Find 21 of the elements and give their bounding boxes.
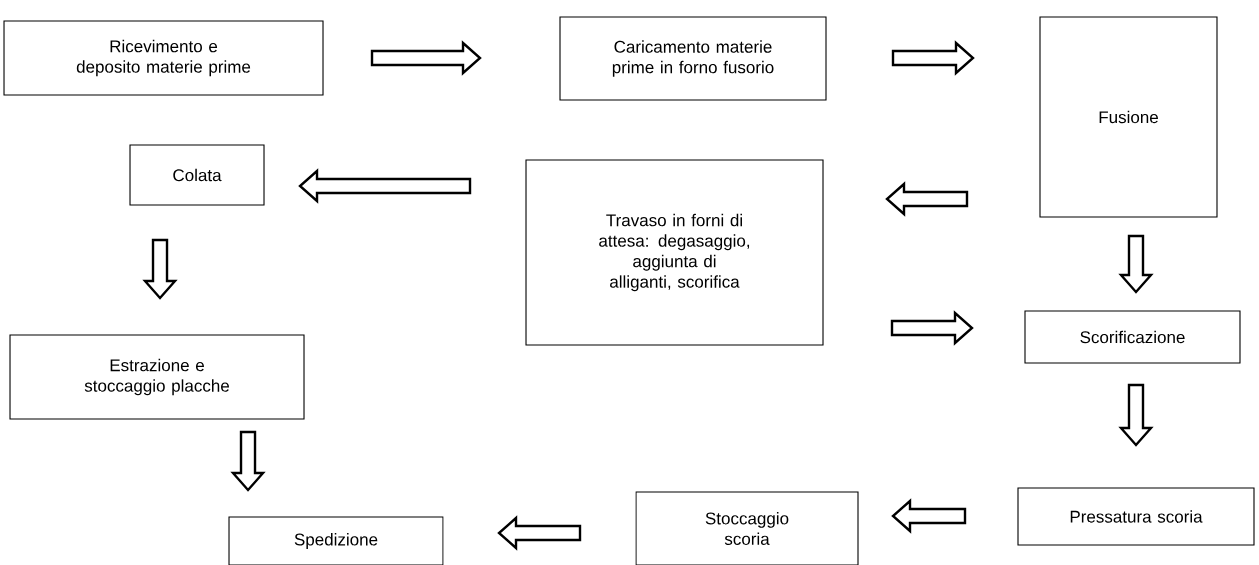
block-arrow xyxy=(891,498,967,534)
process-box: Travaso in forni di attesa: degasaggio, aggiunta di alliganti, scorifica xyxy=(525,159,824,346)
block-arrow xyxy=(298,168,472,204)
process-box: Pressatura scoria xyxy=(1017,487,1255,546)
process-box: Stoccaggio scoria xyxy=(635,491,859,565)
process-box: Spedizione xyxy=(228,516,444,565)
block-arrow xyxy=(497,515,582,551)
process-box: Scorificazione xyxy=(1024,310,1241,364)
block-arrow xyxy=(885,181,969,217)
process-box: Colata xyxy=(129,144,265,206)
block-arrow xyxy=(1118,234,1154,294)
block-arrow xyxy=(142,238,178,300)
process-box: Fusione xyxy=(1039,16,1218,218)
block-arrow xyxy=(891,40,975,76)
process-box: Caricamento materie prime in forno fusorio xyxy=(559,16,827,101)
block-arrow xyxy=(230,430,266,492)
block-arrow xyxy=(1118,383,1154,447)
process-box: Ricevimento e deposito materie prime xyxy=(3,20,324,96)
process-box: Estrazione e stoccaggio placche xyxy=(9,334,305,420)
block-arrow xyxy=(370,40,482,76)
block-arrow xyxy=(890,310,974,346)
